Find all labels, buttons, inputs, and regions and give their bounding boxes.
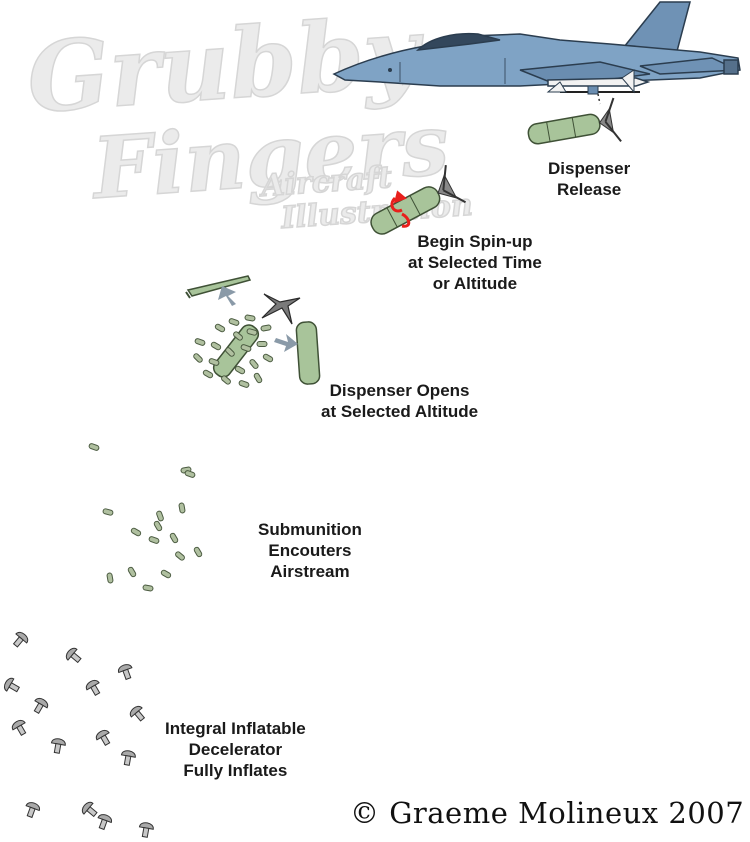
submunition-bomblet (193, 353, 203, 363)
inflated-decelerator-bomblet (81, 801, 98, 818)
submunition-bomblet (156, 510, 164, 522)
submunition-bomblet (210, 341, 222, 351)
submunition-bomblet (102, 508, 114, 516)
label-line: Encouters (268, 541, 352, 560)
submunition-bomblet (228, 318, 240, 326)
submunition-bomblet (240, 344, 252, 352)
submunition-bomblet (233, 331, 243, 341)
label-line: Release (556, 180, 622, 199)
submunition-bomblet (193, 546, 203, 558)
inflated-decelerator-bomblet (97, 814, 112, 831)
copyright-notice: © Graeme Molineux 2007 (350, 796, 745, 830)
submunition-bomblet (88, 443, 100, 451)
submunition-bomblet (202, 369, 214, 379)
submunition-cluster-inflated (3, 631, 154, 838)
dispenser-released (527, 97, 622, 145)
label-submunition-airstream: Submunition Encouters Airstream (258, 519, 362, 582)
dispenser-shell-right (295, 321, 321, 385)
submunition-bomblet (153, 520, 163, 532)
submunition-cluster-releasing (193, 314, 274, 388)
submunition-bomblet (106, 572, 114, 584)
submunition-bomblet (184, 470, 196, 478)
submunition-bomblet (234, 365, 246, 375)
label-line: Dispenser (548, 159, 631, 178)
label-line: at Selected Time (408, 253, 542, 272)
submunition-bomblet (214, 323, 226, 333)
submunition-cluster-airstream (88, 443, 203, 592)
submunition-bomblet (148, 536, 160, 544)
submunition-bomblet (221, 375, 231, 385)
submunition-bomblet (160, 569, 172, 579)
dispenser-shell-upper (186, 275, 252, 297)
label-dispenser-opens: Dispenser Opens at Selected Altitude (321, 380, 478, 422)
submunition-bomblet (262, 353, 274, 363)
submunition-bomblet (178, 502, 186, 514)
fighter-jet (332, 1, 741, 95)
submunition-bomblet (244, 314, 256, 322)
inflated-decelerator-bomblet (25, 802, 40, 819)
inflated-decelerator-bomblet (129, 705, 146, 722)
label-line: or Altitude (432, 274, 518, 293)
submunition-bomblet (225, 347, 235, 357)
submunition-bomblet (238, 380, 250, 388)
submunition-bomblet (194, 338, 206, 346)
inflated-decelerator-bomblet (120, 750, 136, 766)
submunition-bomblet (169, 532, 179, 544)
inflated-decelerator-bomblet (95, 729, 111, 746)
label-line: at Selected Altitude (321, 402, 479, 421)
inflated-decelerator-bomblet (50, 738, 66, 754)
submunition-bomblet (260, 324, 272, 332)
submunition-bomblet (249, 359, 259, 369)
release-trail (597, 93, 601, 105)
submunition-bomblet (256, 341, 268, 347)
label-line: Submunition (258, 520, 362, 539)
inflated-decelerator-bomblet (33, 697, 49, 714)
submunition-bomblet (246, 328, 258, 336)
submunition-bomblet (127, 566, 137, 578)
inflated-decelerator-bomblet (12, 631, 29, 648)
submunition-bomblet (142, 584, 154, 592)
submunition-bomblet (175, 551, 185, 561)
jet-canopy (415, 32, 501, 51)
inflated-decelerator-bomblet (85, 679, 101, 696)
dispenser-opening (185, 275, 321, 385)
submunition-bomblet (208, 358, 220, 366)
inflated-decelerator-bomblet (65, 647, 82, 664)
inflated-decelerator-bomblet (138, 822, 154, 838)
jet-missile (547, 77, 651, 87)
inflated-decelerator-bomblet (3, 677, 20, 693)
inflated-decelerator-bomblet (118, 664, 133, 681)
label-decelerator-inflates: Integral Inflatable Decelerator Fully In… (165, 718, 306, 781)
jet-nozzle (723, 59, 739, 75)
submunition-bomblet (130, 527, 142, 537)
submunition-bomblet (253, 372, 263, 384)
spin-arrow-icon (390, 190, 411, 228)
label-dispenser-release: Dispenser Release (548, 158, 630, 200)
dispenser-spinning (370, 165, 467, 235)
dispenser-shell-lower (212, 324, 260, 378)
dispenser-tail-fins (261, 293, 301, 325)
label-line: Decelerator (188, 740, 283, 759)
label-line: Integral Inflatable (165, 719, 306, 738)
motion-arrow-icon (218, 286, 298, 352)
label-line: Airstream (270, 562, 350, 581)
label-line: Fully Inflates (183, 761, 288, 780)
label-begin-spin-up: Begin Spin-up at Selected Time or Altitu… (408, 231, 542, 294)
inflated-decelerator-bomblet (11, 719, 27, 736)
label-line: Begin Spin-up (417, 232, 533, 251)
label-line: Dispenser Opens (329, 381, 470, 400)
